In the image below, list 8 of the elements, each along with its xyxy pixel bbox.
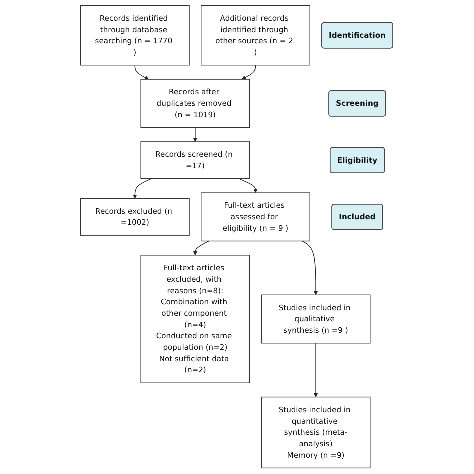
- arrow: [134, 65, 150, 80]
- arrow: [302, 240, 318, 296]
- arrow: [133, 178, 152, 199]
- arrow: [242, 65, 256, 80]
- arrow: [238, 178, 258, 194]
- arrow: [193, 240, 210, 256]
- arrow: [193, 127, 198, 142]
- arrow: [314, 343, 318, 398]
